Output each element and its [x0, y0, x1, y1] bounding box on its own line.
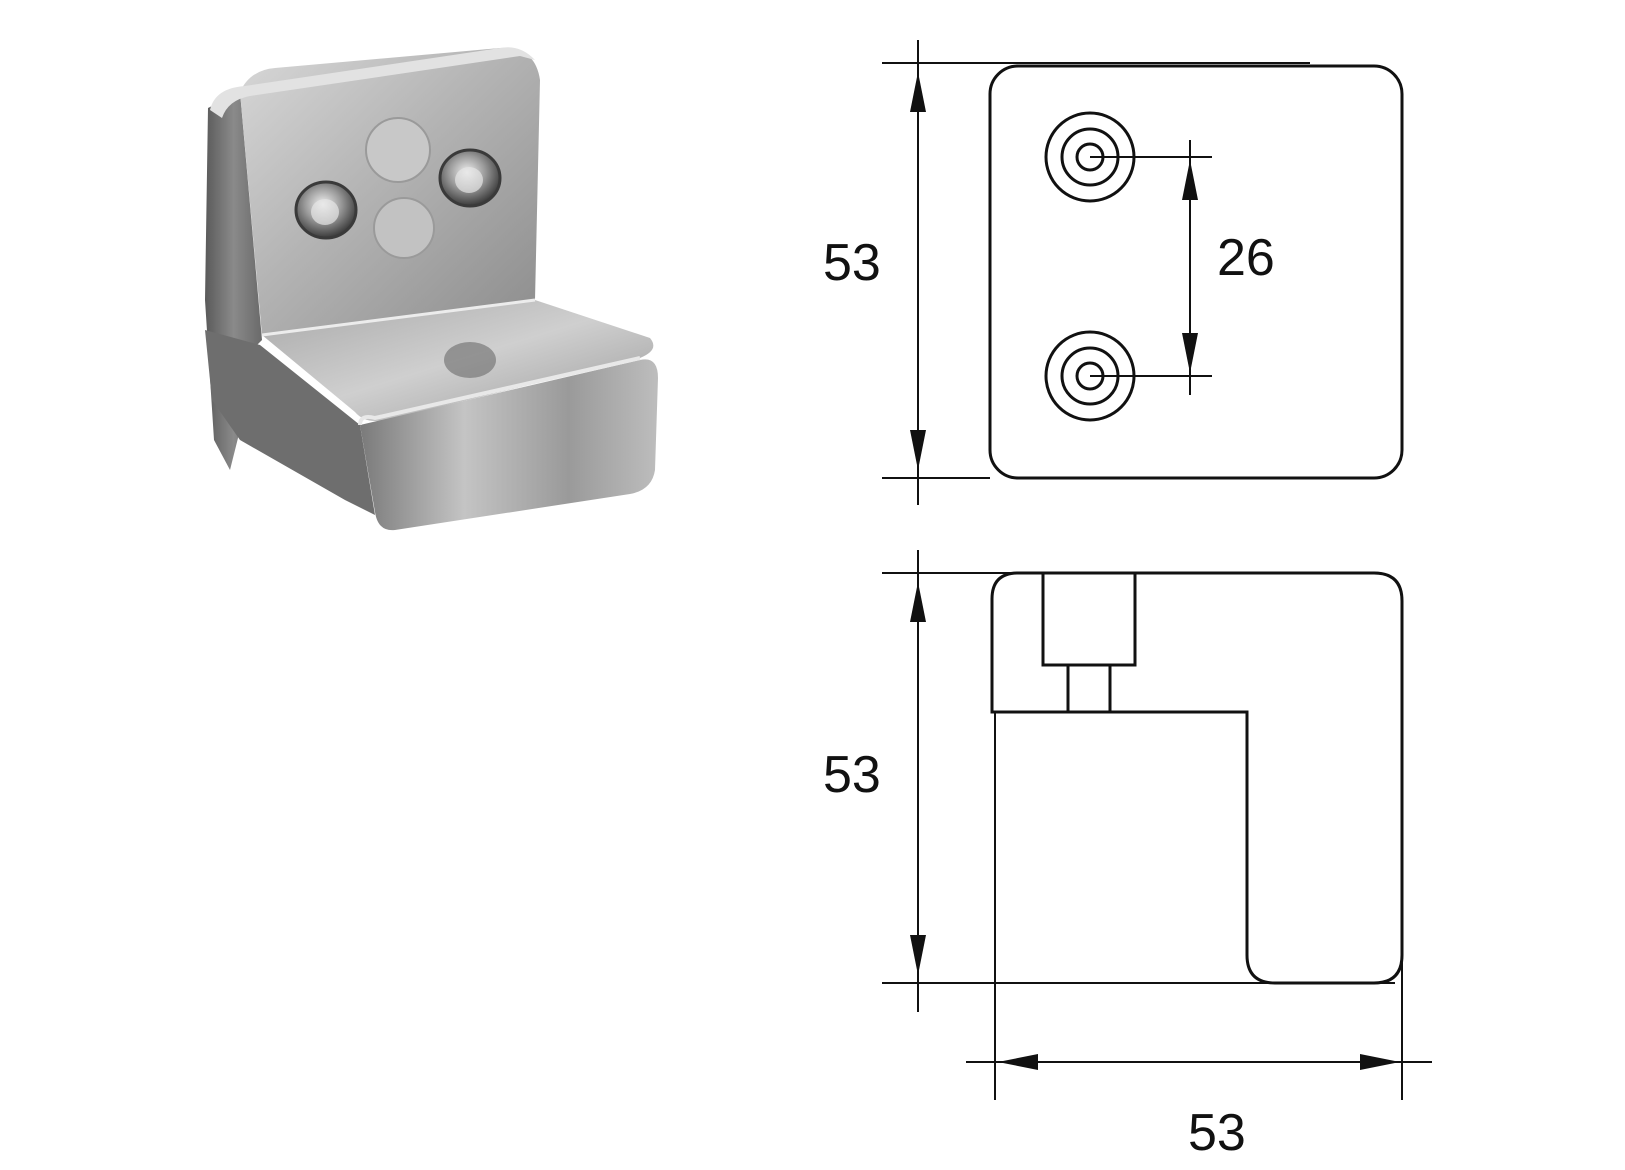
hole-spacing-label: 26: [1217, 229, 1275, 287]
top-view-height-label: 53: [823, 234, 881, 292]
side-view-outline: [990, 571, 1404, 985]
side-view-width-label: 53: [1188, 1104, 1246, 1162]
side-view-height-label: 53: [823, 746, 881, 804]
top-view-outline: [988, 64, 1404, 480]
angle-bracket-part-photo-icon: [205, 47, 658, 531]
counterbore-section-icon: [1041, 571, 1137, 712]
side-view-drawing: [882, 550, 1432, 1100]
top-view-drawing: [882, 40, 1404, 505]
